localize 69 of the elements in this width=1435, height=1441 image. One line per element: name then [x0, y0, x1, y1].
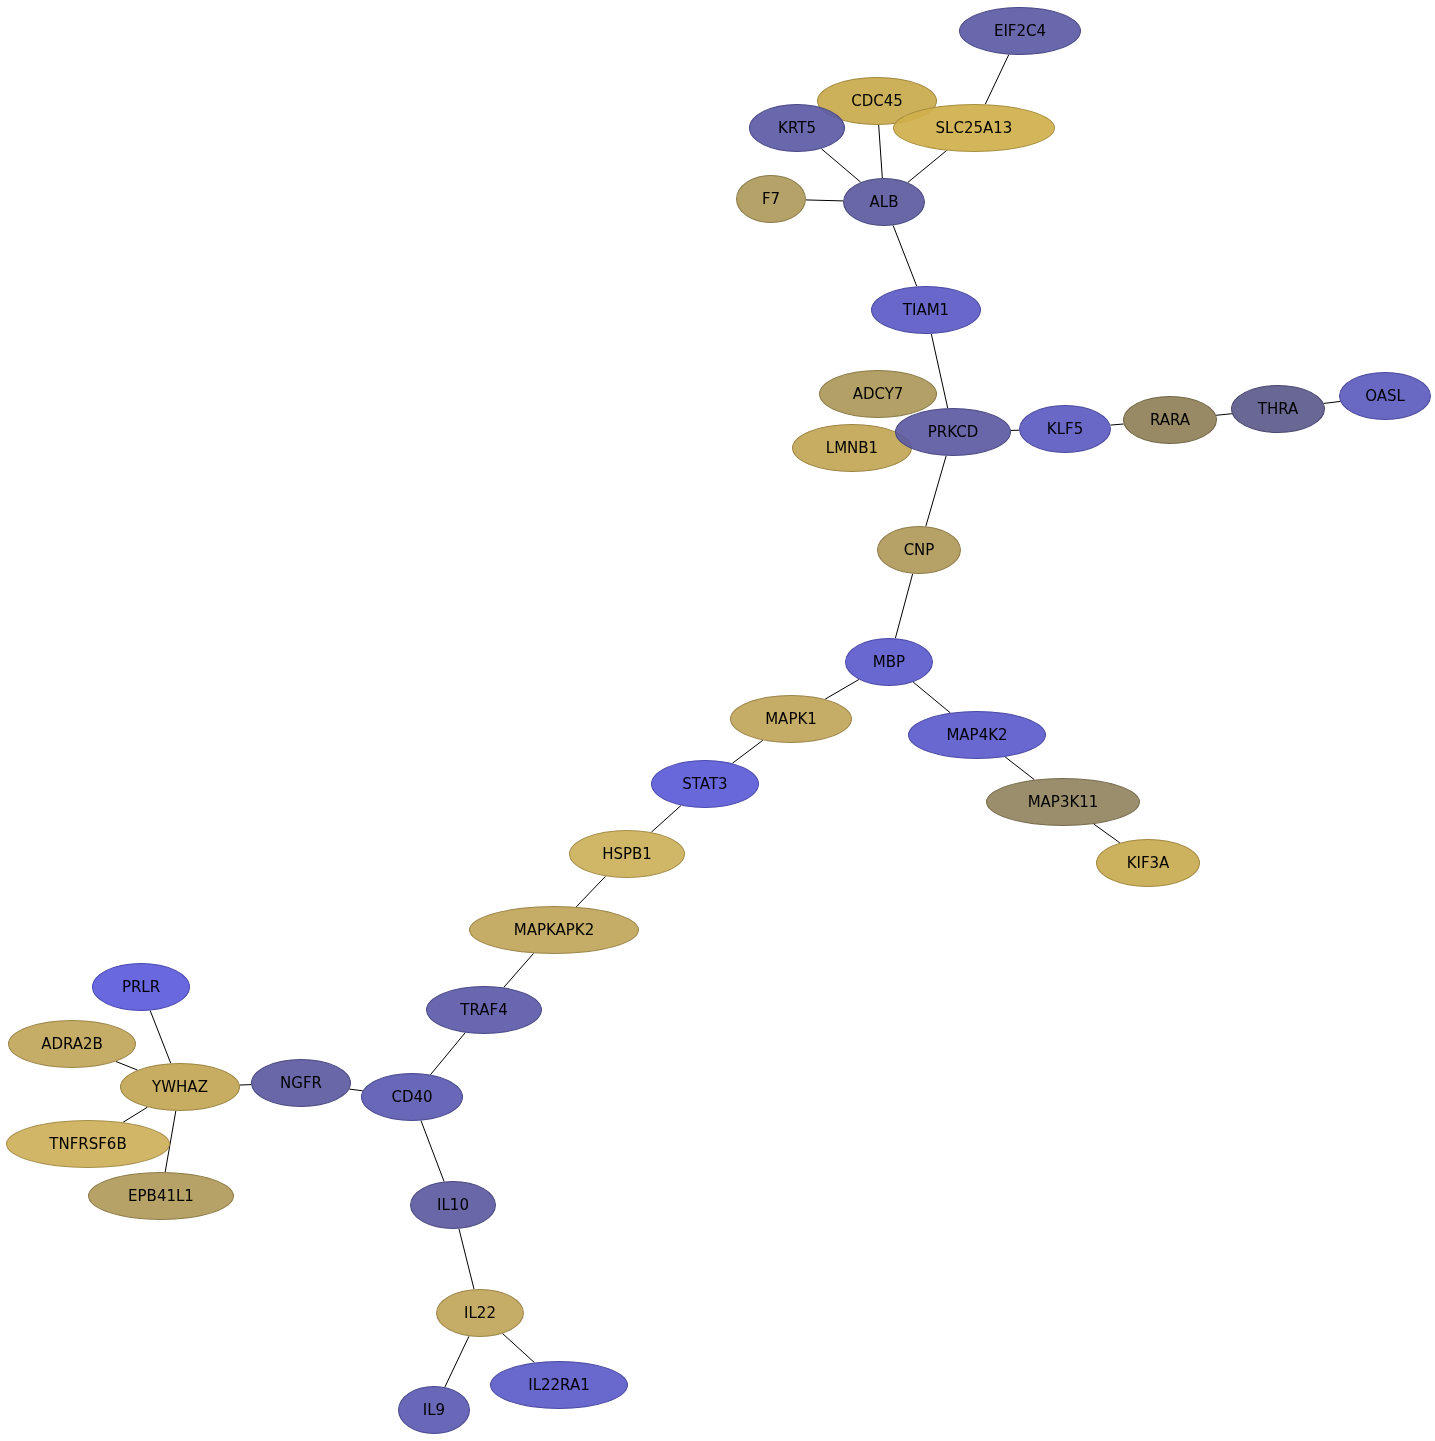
gene-label: MAP4K2 — [946, 726, 1008, 744]
gene-label: SLC25A13 — [935, 119, 1013, 137]
gene-ellipse — [6, 1120, 170, 1168]
connector-line — [650, 805, 682, 833]
gene-label: TRAF4 — [460, 1001, 508, 1019]
gene-label: MAPKAPK2 — [513, 921, 595, 939]
connector-line — [1215, 413, 1233, 416]
connector-line — [878, 124, 883, 179]
gene-label: KIF3A — [1126, 854, 1170, 872]
gene-label: F7 — [761, 190, 781, 208]
gene-label: IL22 — [464, 1304, 496, 1322]
connector-line — [984, 54, 1010, 105]
gene-label: MAPK1 — [765, 710, 817, 728]
gene-label: ADCY7 — [852, 385, 904, 403]
connector-line — [122, 1106, 148, 1123]
connector-line — [824, 679, 860, 700]
connector-line — [575, 875, 607, 908]
connector-line — [502, 1333, 535, 1364]
gene-label: ALB — [869, 193, 899, 211]
gene-label: EPB41L1 — [128, 1187, 194, 1205]
connector-line — [1109, 423, 1125, 426]
connector-line — [907, 150, 948, 183]
gene-label: CD40 — [391, 1088, 433, 1106]
connector-line — [348, 1088, 364, 1092]
connector-line — [912, 681, 951, 714]
connector-line — [925, 455, 947, 527]
gene-label: MAP3K11 — [1027, 793, 1099, 811]
connector-line — [444, 1335, 470, 1388]
gene-label: TIAM1 — [902, 301, 950, 319]
gene-label: EIF2C4 — [993, 22, 1047, 40]
gene-label: IL9 — [422, 1401, 446, 1419]
connector-line — [892, 224, 918, 287]
gene-label: STAT3 — [682, 775, 728, 793]
gene-label: KLF5 — [1046, 420, 1084, 438]
gene-label: TNFRSF6B — [49, 1135, 127, 1153]
gene-label: OASL — [1365, 387, 1405, 405]
gene-label: YWHAZ — [152, 1078, 208, 1096]
gene-label: CDC45 — [851, 92, 903, 110]
connector-line — [930, 333, 949, 409]
gene-label: THRA — [1257, 400, 1299, 418]
gene-label: HSPB1 — [602, 845, 652, 863]
connector-line — [503, 952, 535, 988]
connector-line — [805, 199, 844, 202]
gene-label: MBP — [872, 653, 906, 671]
gene-label: PRLR — [121, 978, 161, 996]
connector-line — [731, 739, 764, 764]
connector-line — [458, 1228, 475, 1290]
gene-label: KRT5 — [778, 119, 816, 137]
connector-line — [1004, 756, 1035, 781]
connector-line — [1323, 400, 1341, 404]
gene-label: NGFR — [280, 1074, 322, 1092]
connector-line — [149, 1010, 172, 1064]
connector-line — [115, 1060, 138, 1071]
connector-line — [1093, 823, 1121, 844]
connector-line — [420, 1120, 445, 1182]
connector-line — [430, 1032, 466, 1076]
connector-line — [820, 148, 862, 183]
gene-label: CNP — [903, 541, 935, 559]
gene-label: PRKCD — [927, 423, 979, 441]
connector-line — [239, 1084, 252, 1086]
gene-label: LMNB1 — [825, 439, 879, 457]
connector-line — [164, 1110, 177, 1173]
gene-label: ADRA2B — [41, 1035, 103, 1053]
gene-label: IL22RA1 — [528, 1376, 590, 1394]
gene-label: IL10 — [437, 1196, 469, 1214]
connector-line — [1010, 429, 1020, 431]
connector-line — [894, 573, 914, 639]
gene-ellipse — [819, 370, 937, 418]
gene-label: RARA — [1149, 411, 1191, 429]
